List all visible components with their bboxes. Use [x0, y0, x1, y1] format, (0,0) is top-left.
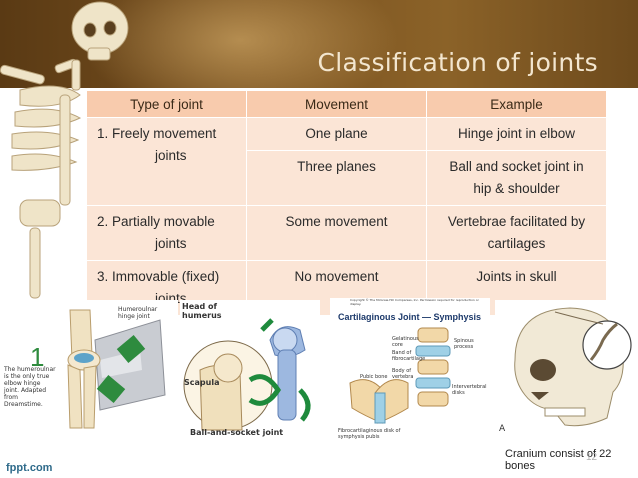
table-row: 1. Freely movement joints One plane Hing…	[86, 117, 607, 206]
page-number: 12	[586, 452, 598, 463]
hinge-joint-image: 1 Humeroulnar hinge joint The humeroulna…	[0, 300, 178, 430]
cell-movement: Some movement	[246, 205, 427, 261]
cell-example-line1: Vertebrae facilitated by	[447, 214, 586, 229]
table-header-row: Type of joint Movement Example	[86, 90, 607, 118]
slide-title: Classification of joints	[317, 48, 598, 77]
symphysis-copyright: Copyright © The McGraw-Hill Companies, I…	[350, 298, 479, 306]
cell-type-line1: 1. Freely movement	[97, 126, 217, 141]
cell-type: 2. Partially movable joints	[86, 205, 247, 261]
header-movement: Movement	[246, 90, 427, 118]
hinge-note: The humeroulnar is the only true elbow h…	[4, 366, 56, 408]
cell-type-line1: 2. Partially movable	[97, 214, 215, 229]
ball-socket-scapula-label: Scapula	[184, 378, 220, 387]
banner-glow	[80, 0, 400, 88]
fppt-watermark: fppt.com	[6, 462, 53, 474]
cranium-note: Cranium consist of 22 bones	[505, 448, 612, 472]
cell-example: Vertebrae facilitated by cartilages	[426, 205, 607, 261]
symphysis-label-pubic: Pubic bone	[360, 374, 388, 380]
cell-type-line2: joints	[155, 148, 187, 163]
header-example: Example	[426, 90, 607, 118]
symphysis-title: Cartilaginous Joint — Symphysis	[338, 312, 482, 322]
cell-example-line2: cartilages	[487, 236, 546, 251]
header-banner	[0, 0, 638, 88]
cell-type-line2: joints	[155, 236, 187, 251]
joints-table: Type of joint Movement Example 1. Freely…	[86, 90, 607, 316]
symphysis-image: Copyright © The McGraw-Hill Companies, I…	[330, 298, 490, 443]
hinge-number: 1	[30, 342, 45, 372]
symphysis-label-fibrodisk: Fibrocartilaginous disk of symphysis pub…	[338, 428, 401, 440]
symphysis-label-body: Body of vertebra	[392, 368, 414, 380]
cell-movement: Three planes	[246, 150, 427, 206]
hinge-label: Humeroulnar hinge joint	[118, 306, 158, 320]
symphysis-label-band: Band of fibrocartilage	[392, 350, 426, 362]
ball-socket-image: Head of humerus Scapula Ball-and-socket …	[180, 300, 320, 440]
skeleton-illustration	[0, 1, 129, 299]
header-type: Type of joint	[86, 90, 247, 118]
cell-example: Hinge joint in elbow	[426, 117, 607, 151]
table-row: Three planes Ball and socket joint in hi…	[87, 150, 607, 206]
cell-example-line1: Ball and socket joint in	[449, 159, 584, 174]
ball-socket-caption: Ball-and-socket joint	[190, 428, 284, 437]
symphysis-label-disks: Intervertebral disks	[452, 384, 487, 396]
cell-type: 1. Freely movement joints	[86, 117, 247, 206]
cell-example-line2: hip & shoulder	[473, 181, 560, 196]
table-row: 2. Partially movable joints Some movemen…	[86, 205, 607, 261]
cell-example: Ball and socket joint in hip & shoulder	[426, 150, 607, 206]
cell-type-line1: 3. Immovable (fixed)	[97, 269, 220, 284]
skull-letter: A	[499, 424, 506, 434]
ball-socket-head-label: Head of humerus	[182, 302, 222, 320]
skull-image: A	[495, 300, 635, 440]
cell-movement: One plane	[246, 117, 427, 151]
symphysis-label-spinous: Spinous process	[454, 338, 474, 350]
symphysis-label-core: Gelatinous core	[392, 336, 419, 348]
